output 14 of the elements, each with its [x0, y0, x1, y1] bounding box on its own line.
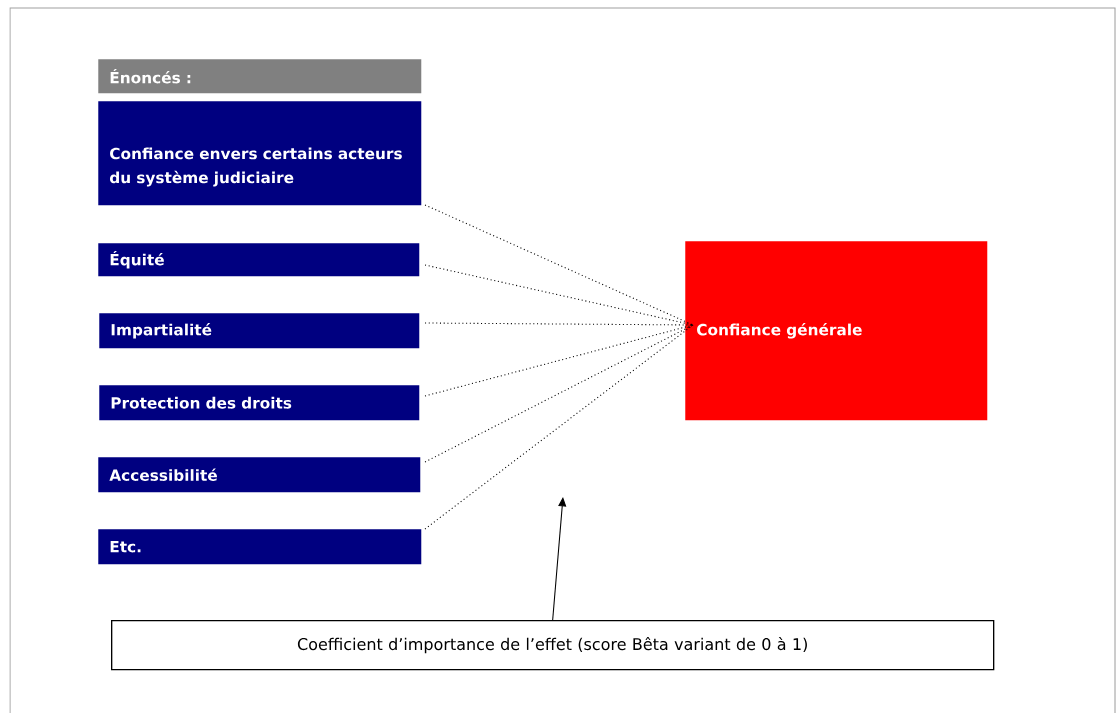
connector-line	[424, 204, 694, 326]
outcome-box: Confiance générale	[685, 241, 988, 421]
arrow	[552, 497, 567, 621]
connector-line	[424, 322, 694, 326]
statement-box: Confiance envers certains acteurs du système judiciaire	[98, 101, 422, 206]
statement-box: Accessibilité	[98, 457, 421, 493]
connector-line	[424, 324, 694, 397]
statement-box: Équité	[98, 243, 420, 277]
statement-box: Etc.	[98, 529, 422, 565]
connector-line	[424, 324, 694, 530]
coefficient-box: Coefficient d’importance de l’effet (score Bêta variant de 0 à 1)	[111, 620, 995, 671]
statement-box: Impartialité	[99, 313, 420, 349]
statement-box: Protection des droits	[99, 385, 420, 421]
header-band: Énoncés :	[98, 59, 422, 94]
